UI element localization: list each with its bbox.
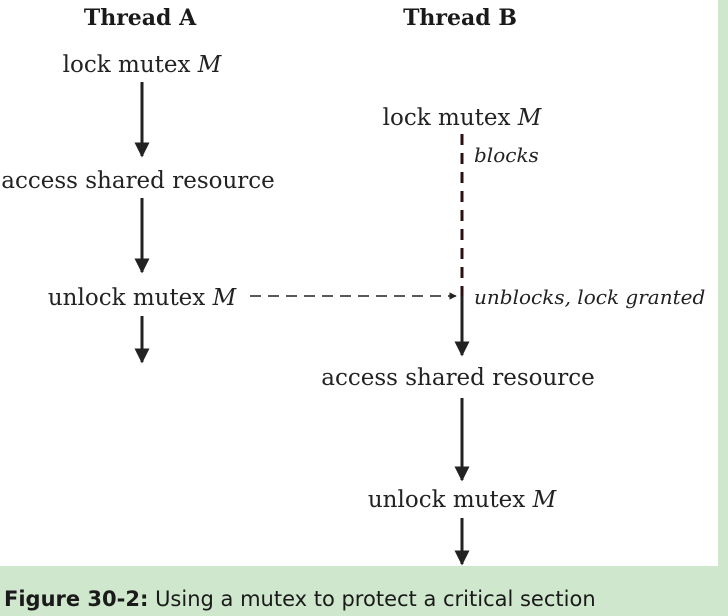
thread-a-access-step: access shared resource bbox=[1, 168, 275, 194]
figure-caption: Figure 30-2: Using a mutex to protect a … bbox=[4, 584, 724, 614]
thread-b-lock-step: lock mutex M bbox=[383, 105, 543, 131]
thread-a-header: Thread A bbox=[84, 5, 197, 31]
mutex-diagram: Thread A Thread B lock mutex M access sh… bbox=[1, 5, 705, 566]
thread-a-unlock-step: unlock mutex M bbox=[48, 285, 238, 311]
caption-text: Using a mutex to protect a critical sect… bbox=[148, 587, 596, 611]
thread-b-unlock-step: unlock mutex M bbox=[368, 487, 558, 513]
unblocks-note: unblocks, lock granted bbox=[474, 285, 705, 309]
blocks-note: blocks bbox=[474, 143, 539, 167]
thread-b-header: Thread B bbox=[403, 5, 517, 31]
thread-a-lock-step: lock mutex M bbox=[63, 52, 223, 78]
caption-label: Figure 30-2: bbox=[4, 587, 149, 611]
diagram-canvas: Thread A Thread B lock mutex M access sh… bbox=[0, 0, 718, 566]
thread-b-access-step: access shared resource bbox=[321, 365, 595, 391]
